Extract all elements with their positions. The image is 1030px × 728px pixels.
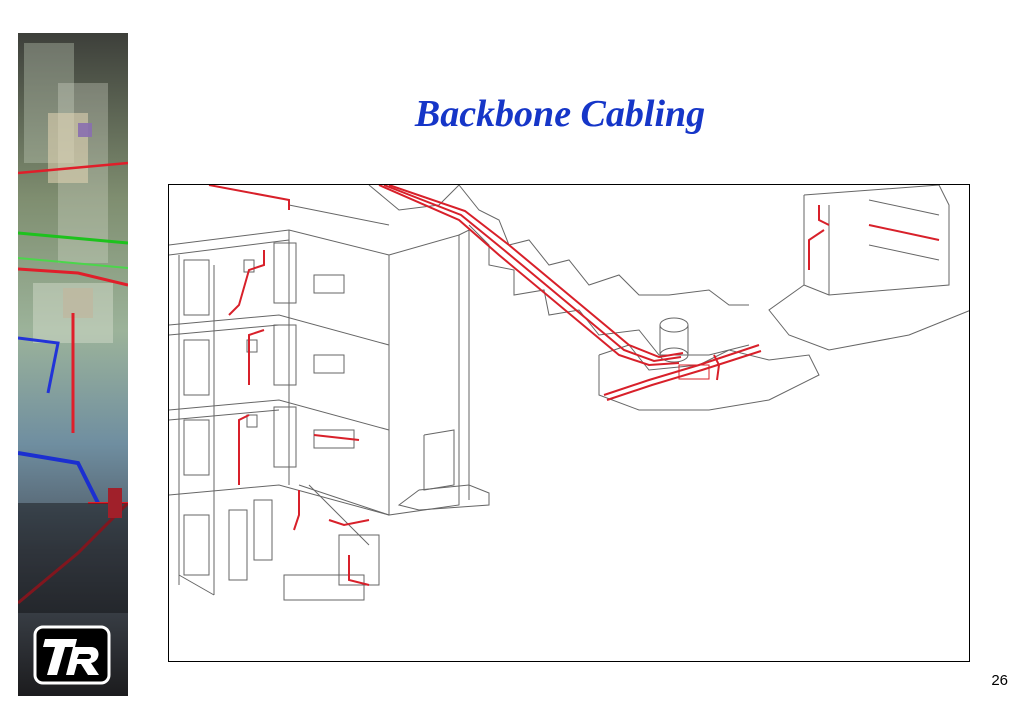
sidebar-decorative-image bbox=[18, 33, 128, 696]
page-number: 26 bbox=[991, 672, 1008, 689]
slide-title: Backbone Cabling bbox=[414, 93, 706, 135]
backbone-cabling-diagram bbox=[168, 184, 970, 662]
building-cutaway-illustration bbox=[169, 185, 969, 601]
tr-logo bbox=[33, 625, 111, 685]
network-installation-photo bbox=[18, 33, 128, 696]
